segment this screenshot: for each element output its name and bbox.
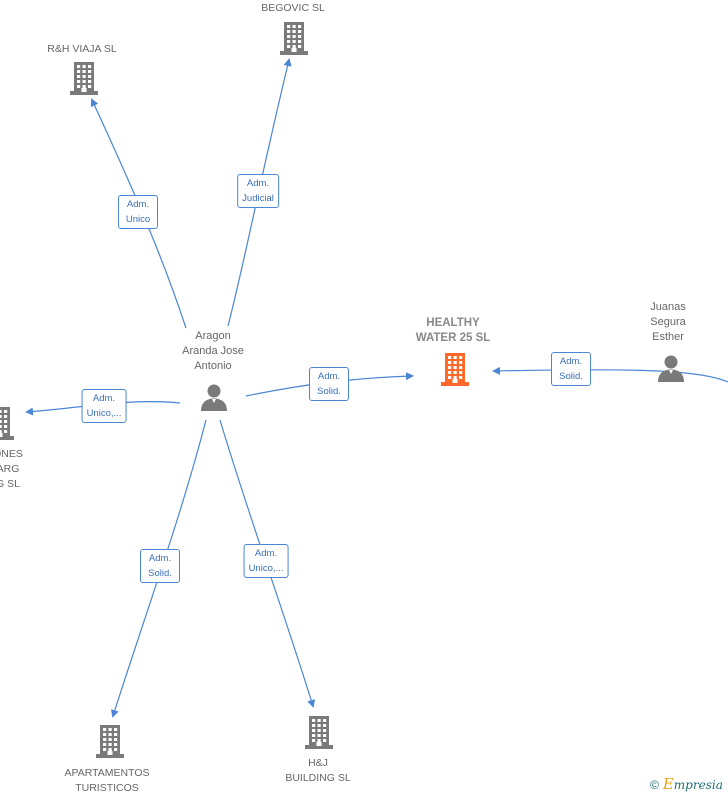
brand-name: mpresia [673,778,723,792]
node-label-aragon[interactable]: Aragon Aranda Jose Antonio [182,330,244,372]
copyright-symbol: © [650,778,659,792]
edge-label-aragon-healthy[interactable]: Adm. Solid. [309,367,349,401]
edge-label-juanas-healthy[interactable]: Adm. Solid. [551,352,591,386]
node-label-healthy[interactable]: HEALTHY WATER 25 SL [415,317,491,344]
building-icon[interactable] [278,20,310,56]
building-icon[interactable] [94,723,126,759]
node-label-apart[interactable]: APARTAMENTOS TURISTICOS [64,767,150,794]
edge-aragon-to-begovic [227,58,292,327]
building-icon[interactable] [303,714,335,750]
node-label-begovic[interactable]: BEGOVIC SL [261,2,325,14]
building-icon[interactable] [68,60,100,96]
edge-juanas-to-healthy [492,366,728,383]
edge-aragon-to-rh [90,98,187,329]
node-label-hj[interactable]: H&J BUILDING SL [285,757,351,784]
node-label-rh[interactable]: R&H VIAJA SL [47,43,117,55]
brand-initial: E [662,775,674,793]
building-icon[interactable] [0,405,16,441]
person-icon[interactable] [656,353,686,383]
edge-label-aragon-begovic[interactable]: Adm. Judicial [237,174,279,208]
edge-label-aragon-rh[interactable]: Adm. Unico [118,195,158,229]
person-icon[interactable] [199,382,229,412]
edge-label-aragon-apart[interactable]: Adm. Solid. [140,549,180,583]
node-label-juanas[interactable]: Juanas Segura Esther [650,301,686,343]
node-label-left[interactable]: ONES ARG G SL [0,448,23,490]
edge-label-aragon-hj[interactable]: Adm. Unico,... [243,544,289,578]
building-icon[interactable] [439,351,471,387]
empresia-logo: ©Empresia [650,775,723,793]
edge-label-aragon-left[interactable]: Adm. Unico,... [81,389,127,423]
